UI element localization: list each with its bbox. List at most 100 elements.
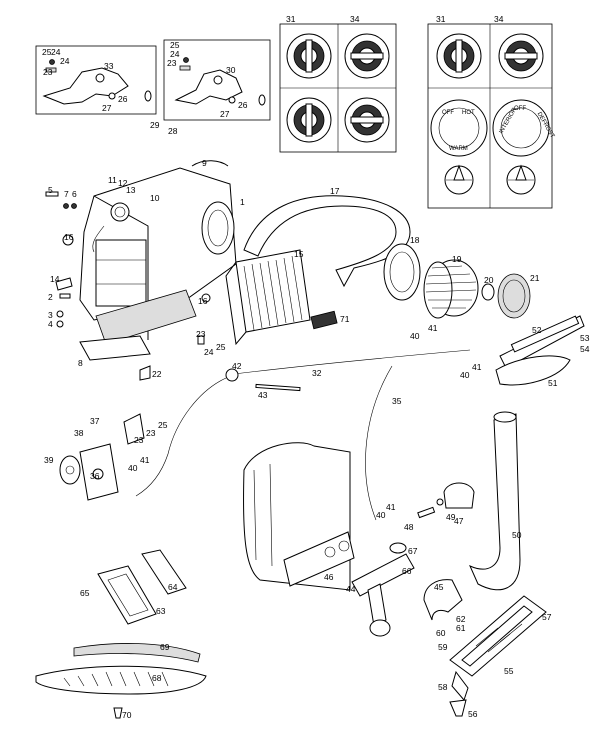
- callout-63: 63: [156, 606, 166, 616]
- knob-dial-2: [344, 33, 390, 79]
- knob-label-warm: WARM: [449, 146, 468, 152]
- callout-26a: 26: [118, 94, 128, 104]
- callout-42: 42: [232, 361, 242, 371]
- callout-20: 20: [484, 275, 494, 285]
- callout-19: 19: [452, 254, 462, 264]
- clip-67: [389, 542, 407, 554]
- knob-dial-3: [286, 97, 332, 143]
- flap-64: [141, 549, 187, 595]
- callout-27a: 27: [102, 103, 112, 113]
- callout-13: 13: [126, 185, 136, 195]
- callout-67: 67: [408, 546, 418, 556]
- callout-70: 70: [122, 710, 132, 720]
- bolt-48: [417, 506, 436, 519]
- callout-33: 33: [104, 61, 114, 71]
- callout-11: 11: [108, 175, 117, 185]
- callout-57: 57: [542, 612, 552, 622]
- bush-20: [481, 283, 495, 301]
- callout-41d: 41: [386, 502, 396, 512]
- callout-25a: 25: [42, 47, 52, 57]
- callout-24e: 23: [146, 428, 156, 438]
- gasket-39: [59, 455, 81, 485]
- strip-43: [255, 383, 301, 392]
- screws-left: [45, 191, 211, 381]
- mesh-69: [73, 643, 201, 663]
- callout-45: 45: [434, 582, 444, 592]
- callout-40d: 40: [376, 510, 386, 520]
- clip-70: [113, 707, 123, 719]
- body-panel-46: [243, 442, 355, 591]
- knob-dial-6: [498, 33, 544, 79]
- callout-65: 65: [80, 588, 90, 598]
- callout-62: 62: [456, 614, 466, 624]
- clip-25-bracket: [123, 413, 145, 445]
- callout-29: 29: [150, 120, 160, 130]
- callout-4: 4: [48, 319, 53, 329]
- callout-41b: 41: [472, 362, 482, 372]
- knob-panel-right: OFF HOT WARM OFF INTERIOR DEFROST: [427, 23, 555, 209]
- grommet-42: [225, 368, 239, 382]
- callout-24c: 24: [170, 49, 180, 59]
- cable-35: [365, 365, 393, 521]
- callout-47: 47: [454, 516, 464, 526]
- small-knob-2: [506, 164, 536, 195]
- fan-19: [423, 259, 479, 319]
- bracket-36: [79, 443, 119, 501]
- elbow-45: [423, 579, 463, 621]
- callout-24d: 24: [204, 347, 214, 357]
- callout-49: 49: [446, 512, 456, 522]
- callout-34a: 34: [350, 14, 360, 24]
- direction-knob-face: OFF INTERIOR DEFROST: [492, 99, 555, 157]
- clip-47: [443, 482, 475, 509]
- callout-16a: 16: [64, 232, 74, 242]
- callout-9: 9: [202, 158, 207, 168]
- callout-41c: 41: [140, 455, 150, 465]
- callout-60: 60: [436, 628, 446, 638]
- callout-52: 52: [532, 325, 542, 335]
- bracket-inset-right: [163, 39, 271, 121]
- callout-34b: 34: [494, 14, 504, 24]
- callout-8: 8: [78, 358, 83, 368]
- callout-31b: 31: [436, 14, 446, 24]
- callout-labels: 31 34 31 34 25 24 24 23 33 26 27 25 24 2…: [42, 14, 590, 720]
- lever-assembly-51: [495, 315, 585, 386]
- callout-55: 55: [504, 666, 514, 676]
- knob-label-off-right: OFF: [514, 106, 526, 112]
- callout-23b: 23: [167, 58, 177, 68]
- callout-24b: 24: [60, 56, 70, 66]
- callout-5: 5: [48, 185, 53, 195]
- callout-53: 53: [580, 333, 590, 343]
- callout-10: 10: [150, 193, 160, 203]
- callout-40c: 40: [128, 463, 138, 473]
- callout-40a: 40: [410, 331, 420, 341]
- callout-50: 50: [512, 530, 522, 540]
- label-plate-71: [310, 310, 338, 330]
- callout-1: 1: [240, 197, 245, 207]
- vent-55: [449, 595, 547, 701]
- callout-39: 39: [44, 455, 54, 465]
- callout-14: 14: [50, 274, 60, 284]
- grille-68: [35, 665, 207, 695]
- callout-54: 54: [580, 344, 590, 354]
- small-knob-1: [444, 164, 474, 195]
- tube-44: [351, 553, 415, 637]
- heater-core-15: [225, 249, 311, 346]
- callout-30: 30: [226, 65, 236, 75]
- bracket-inset-left: [35, 45, 157, 115]
- seal-ring-18: [383, 243, 421, 301]
- callout-43: 43: [258, 390, 268, 400]
- callout-25c: 25: [216, 342, 226, 352]
- callout-48: 48: [404, 522, 414, 532]
- callout-44: 44: [346, 584, 356, 594]
- knob-dial-5: [436, 33, 482, 79]
- callout-37: 37: [90, 416, 100, 426]
- callout-46: 46: [324, 572, 334, 582]
- cable-32: [233, 349, 471, 375]
- knob-dial-4: [344, 97, 390, 143]
- callout-40b: 40: [460, 370, 470, 380]
- callout-27b: 27: [220, 109, 230, 119]
- clip-9: [191, 160, 229, 167]
- callout-24a: 24: [51, 47, 61, 57]
- callout-51: 51: [548, 378, 558, 388]
